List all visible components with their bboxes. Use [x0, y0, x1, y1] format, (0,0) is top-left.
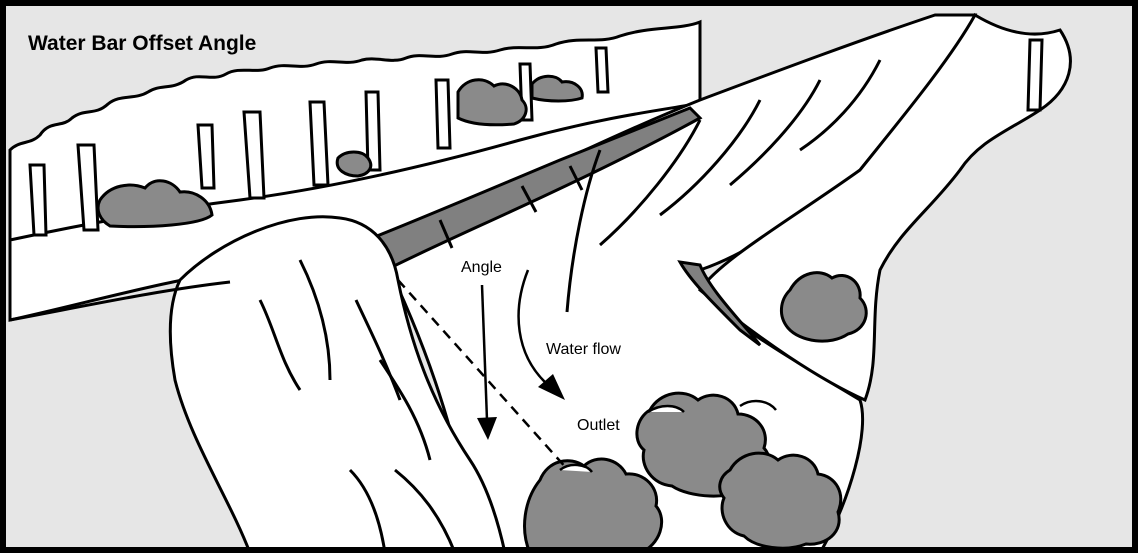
diagram-title: Water Bar Offset Angle — [28, 32, 256, 56]
angle-label: Angle — [461, 259, 502, 277]
water-flow-label: Water flow — [546, 341, 621, 359]
right-shrubs — [781, 273, 866, 341]
outlet-label: Outlet — [577, 417, 620, 435]
